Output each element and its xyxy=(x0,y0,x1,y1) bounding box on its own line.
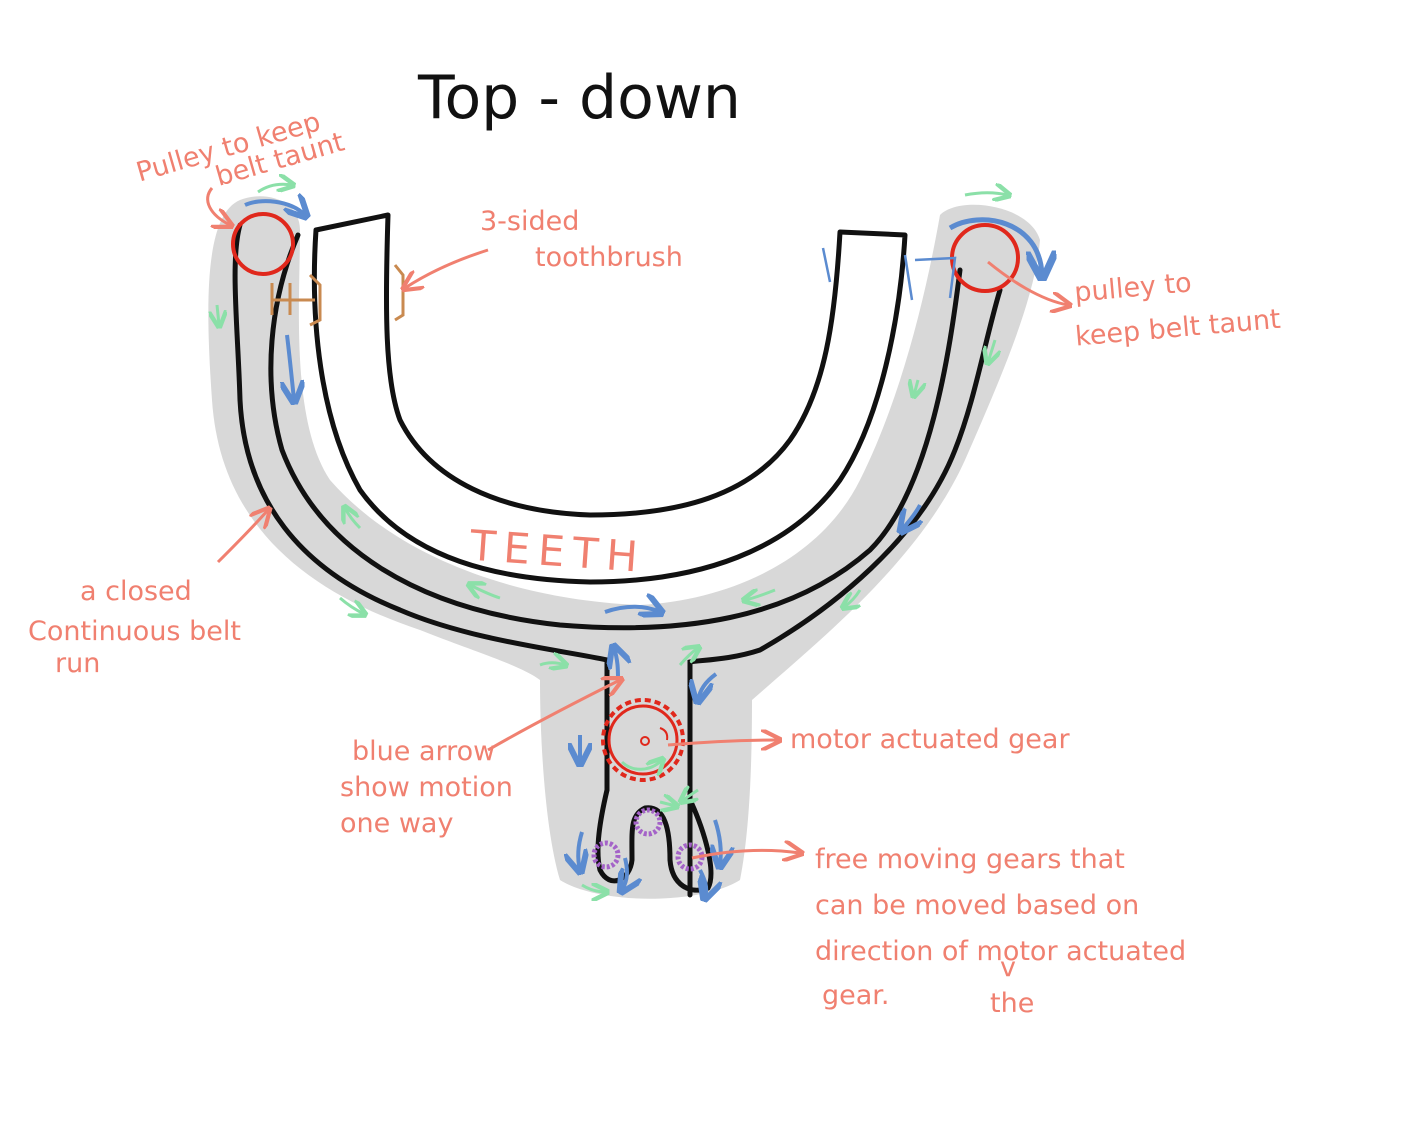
label-free-gears-line3: direction of motor actuated xyxy=(815,936,1186,967)
label-free-gears-line1: free moving gears that xyxy=(815,844,1125,875)
right-bracket xyxy=(821,247,957,301)
label-free-gears-line4: gear. xyxy=(822,980,890,1011)
belt-inner-line xyxy=(268,232,963,631)
free-gear-icon xyxy=(591,840,621,870)
label-blue-arrow-line1: blue arrow xyxy=(352,736,495,767)
toothbrush-body xyxy=(311,212,908,585)
left-bracket xyxy=(270,264,405,327)
label-pulley-left: Pulley to keepbelt taunt xyxy=(133,101,348,213)
free-gear-icon xyxy=(633,807,663,837)
label-the-insert: the xyxy=(990,988,1034,1019)
label-free-gears-line2: can be moved based on xyxy=(815,890,1139,921)
label-toothbrush-line2: toothbrush xyxy=(535,242,683,273)
label-blue-arrow-line2: show motion xyxy=(340,772,513,803)
label-pulley-right-line2: keep belt taunt xyxy=(1074,304,1282,353)
belt-outer-line xyxy=(232,222,610,793)
right-pulley-blue-arc xyxy=(948,217,1042,275)
label-blue-arrow-line3: one way xyxy=(340,808,453,839)
left-pulley-blue-arc xyxy=(244,201,305,215)
label-belt-line1: a closed xyxy=(80,576,192,607)
green-motion-arrows xyxy=(217,184,1008,892)
label-belt-line2: Continuous belt xyxy=(28,616,241,647)
label-pulley-right-line1: pulley to xyxy=(1073,267,1193,308)
label-belt-line3: run xyxy=(55,648,100,679)
left-pulley-icon xyxy=(231,212,295,276)
annotation-arrows xyxy=(206,187,1068,858)
label-insert-caret: v xyxy=(1000,952,1016,983)
blue-motion-arrows xyxy=(287,334,920,897)
label-free-gears: free moving gears that can be moved based… xyxy=(815,844,1186,1011)
label-toothbrush: 3-sided toothbrush xyxy=(480,206,683,273)
motor-gear-icon xyxy=(601,698,685,782)
label-motor-gear: motor actuated gear xyxy=(790,724,1070,755)
svg-text:Pulley to keepbelt taunt: Pulley to keepbelt taunt xyxy=(133,101,348,213)
svg-text:pulley tokeep belt taunt: pulley tokeep belt taunt xyxy=(1070,260,1282,353)
label-blue-arrow: blue arrow show motion one way xyxy=(340,736,513,839)
page-title: Top - down xyxy=(417,63,741,133)
label-toothbrush-line1: 3-sided xyxy=(480,206,579,237)
belt-outer-line-right xyxy=(687,287,1003,898)
label-pulley-right: pulley tokeep belt taunt xyxy=(1070,260,1282,353)
